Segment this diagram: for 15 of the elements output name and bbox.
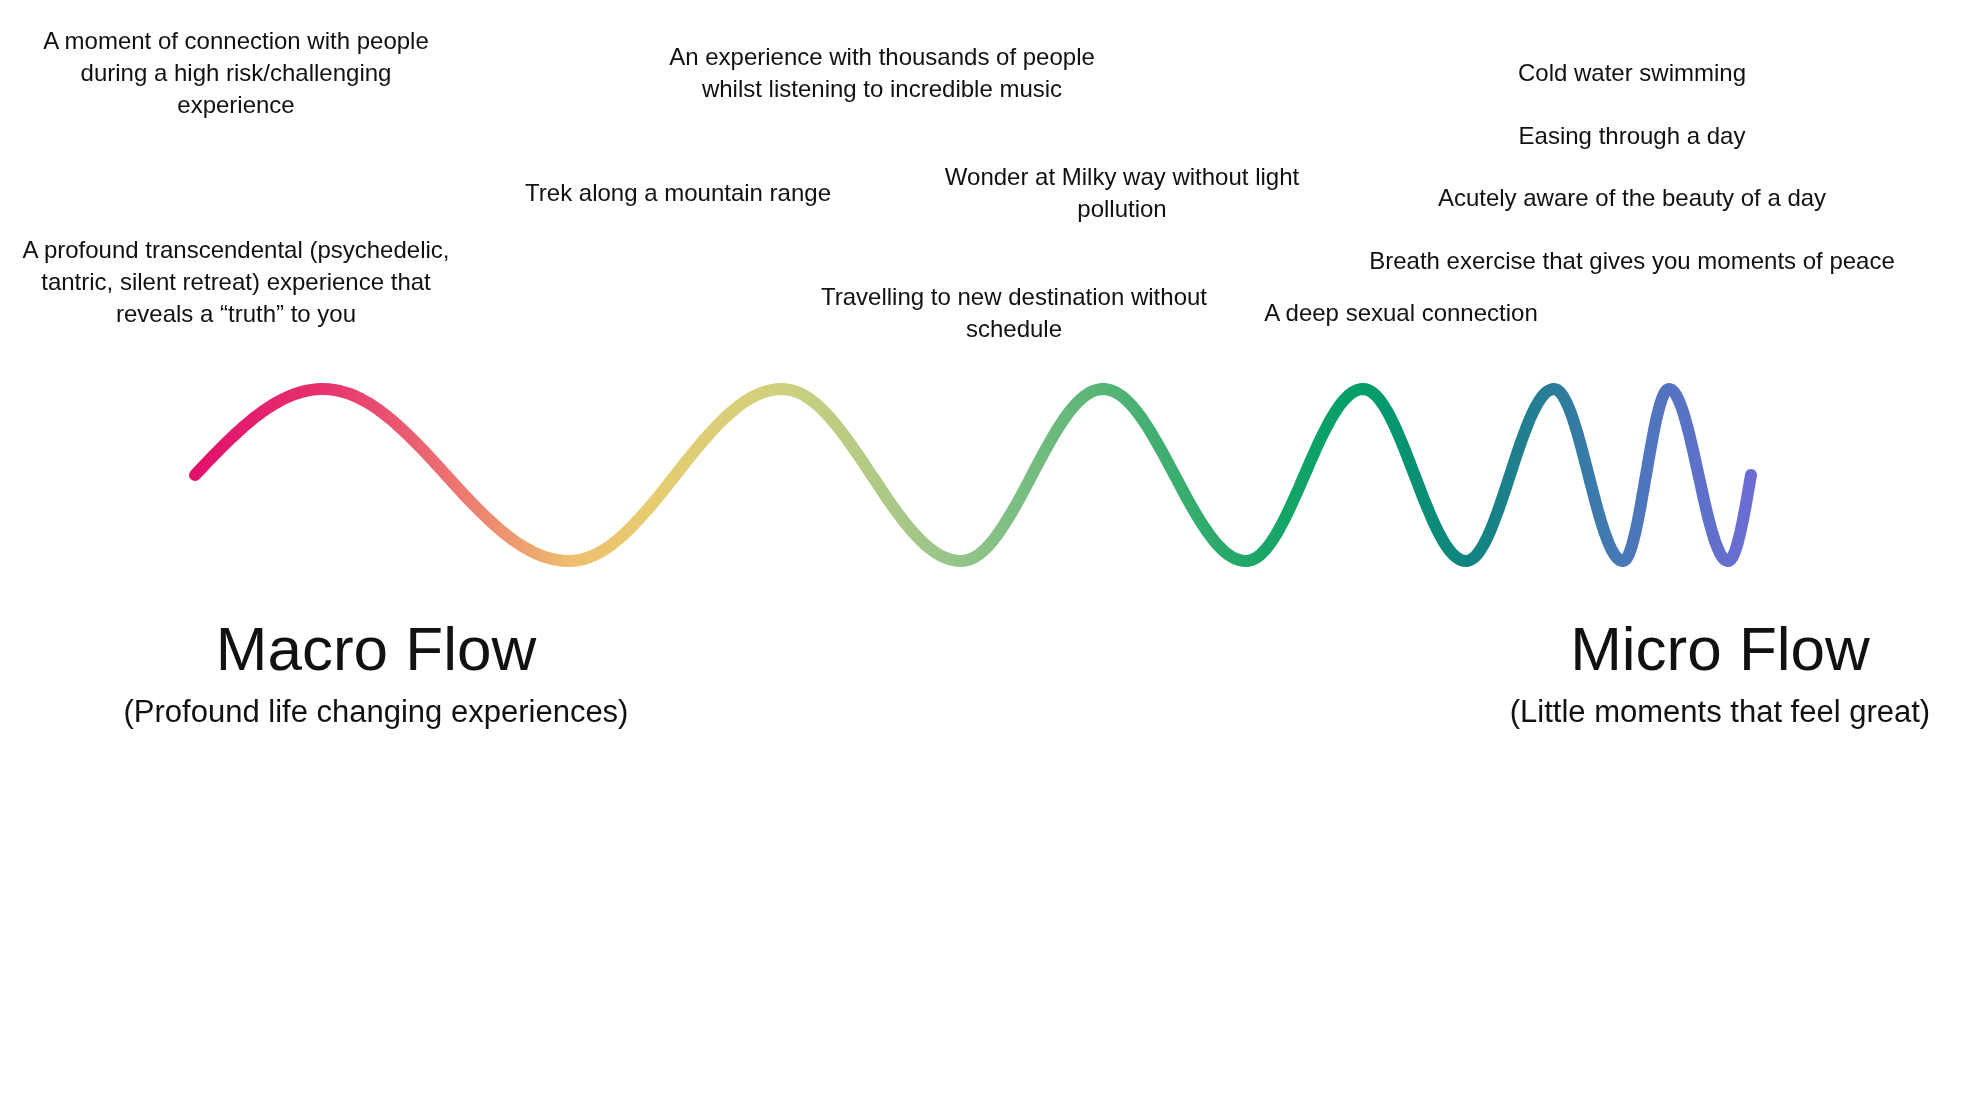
experience-label: Cold water swimming [1516,58,1748,88]
experience-label: Easing through a day [1517,121,1747,151]
scale-subheading: (Little moments that feel great) [1508,693,1932,731]
experience-label: A profound transcendental (psychedelic, tantric, silent retreat) experience that reveals a “truth” to you [21,235,451,329]
scale-subheading: (Profound life changing experiences) [122,693,630,731]
experience-label: Breath exercise that gives you moments of peace [1368,246,1896,276]
experience-label: Trek along a mountain range [524,178,832,208]
scale-heading: Macro Flow [214,613,538,685]
experience-label: A deep sexual connection [1263,298,1539,328]
scale-heading: Micro Flow [1569,613,1871,685]
experience-label: An experience with thousands of people whilst listening to incredible music [668,42,1096,104]
experience-label: Acutely aware of the beauty of a day [1436,183,1828,213]
experience-label: Wonder at Milky way without light pollution [943,162,1301,224]
experience-label: Travelling to new destination without schedule [820,282,1208,344]
experience-label: A moment of connection with people during a high risk/challenging experience [42,26,430,120]
